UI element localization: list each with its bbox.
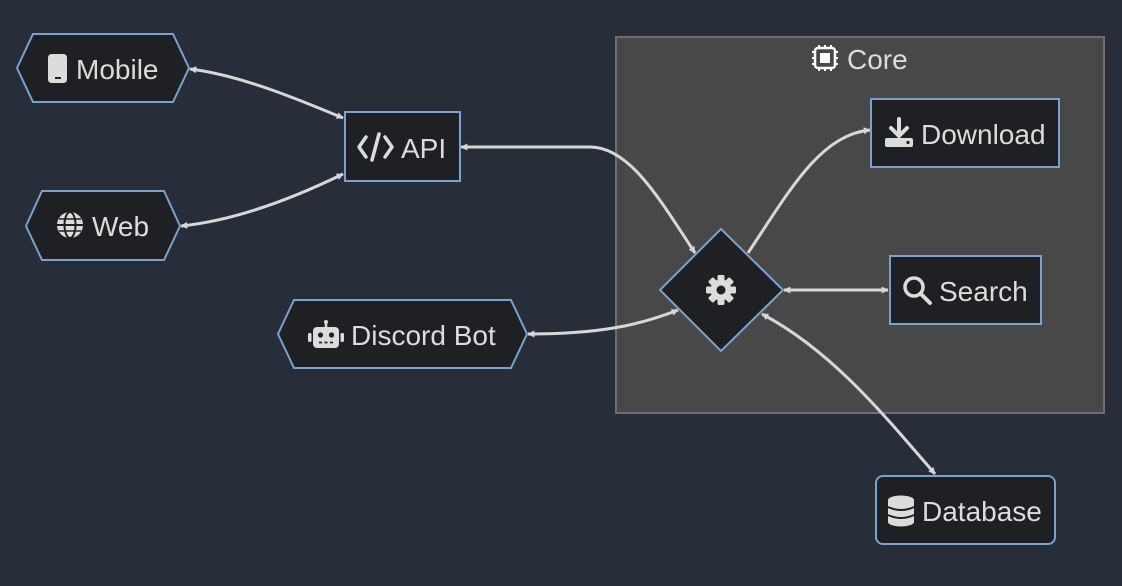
node-search-shape[interactable]	[889, 255, 1042, 325]
edge-web-api	[180, 172, 344, 229]
node-database-shape[interactable]	[875, 475, 1056, 545]
download-icon	[885, 117, 913, 147]
node-mobile-shape[interactable]	[15, 33, 191, 103]
edge-discord-hub	[527, 308, 679, 338]
edges	[180, 66, 937, 475]
edge-mobile-api	[189, 66, 344, 120]
edge-hub-database	[761, 312, 937, 475]
group-core-box	[615, 36, 1105, 414]
edge-hub-download	[746, 127, 871, 254]
chip-icon	[812, 45, 838, 71]
robot-icon	[308, 320, 344, 348]
node-web-shape[interactable]	[24, 190, 182, 261]
search-icon	[903, 276, 932, 305]
node-search-label: Search	[939, 276, 1028, 307]
edge-api-hub	[460, 143, 697, 254]
node-search[interactable]: Search	[889, 255, 1042, 325]
gear-icon	[706, 275, 736, 305]
group-core-label: Core	[847, 44, 908, 75]
node-web[interactable]: Web	[24, 190, 182, 261]
node-discord-bot-label: Discord Bot	[351, 320, 496, 351]
node-api[interactable]: API	[344, 111, 461, 182]
node-database[interactable]: Database	[875, 475, 1056, 545]
node-web-label: Web	[92, 211, 149, 242]
globe-icon	[57, 211, 83, 239]
node-discord-bot-shape[interactable]	[276, 299, 529, 369]
node-api-label: API	[401, 133, 446, 164]
node-discord-bot[interactable]: Discord Bot	[276, 299, 529, 369]
mobile-phone-icon	[48, 54, 67, 83]
code-icon	[357, 132, 394, 162]
node-api-shape[interactable]	[344, 111, 461, 182]
node-hub[interactable]	[658, 227, 785, 353]
node-database-label: Database	[922, 496, 1042, 527]
node-mobile[interactable]: Mobile	[15, 33, 191, 103]
node-download-label: Download	[921, 119, 1046, 150]
node-mobile-label: Mobile	[76, 54, 158, 85]
group-core: Core	[615, 36, 1105, 414]
node-download[interactable]: Download	[870, 98, 1060, 168]
database-icon	[887, 495, 915, 527]
